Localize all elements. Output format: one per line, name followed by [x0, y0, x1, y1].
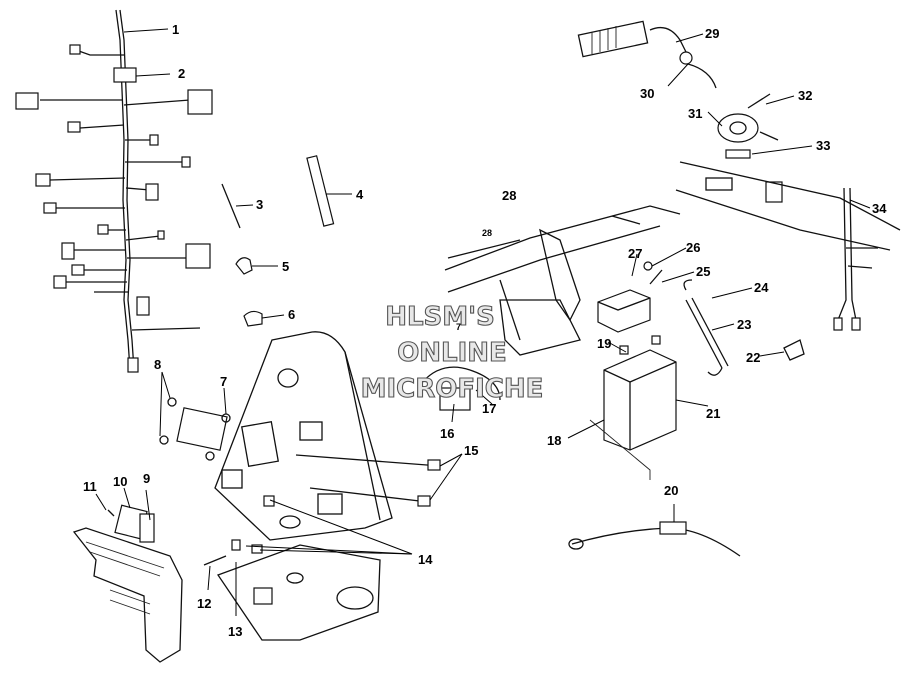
- callout-16: 16: [440, 426, 454, 441]
- callout-22: 22: [746, 350, 760, 365]
- callout-19: 19: [597, 336, 611, 351]
- callout-20: 20: [664, 483, 678, 498]
- bolt-part-3: [221, 183, 241, 229]
- callout-18: 18: [547, 433, 561, 448]
- front-cover: [72, 504, 183, 663]
- callout-26: 26: [686, 240, 700, 255]
- callout-32: 32: [798, 88, 812, 103]
- battery-cable: [568, 521, 741, 557]
- callout-numbers: 1 2 3 4 5 6 7 8 9 10 11 12 13 14 15 16 1…: [83, 22, 887, 639]
- callout-8: 8: [154, 357, 161, 372]
- handlebar-switch: [577, 20, 717, 89]
- watermark-line-1: HLSM'S: [385, 302, 495, 332]
- callout-30: 30: [640, 86, 654, 101]
- inset-callout-28: 28: [482, 228, 492, 238]
- callout-2: 2: [178, 66, 185, 81]
- callout-13: 13: [228, 624, 242, 639]
- rod-part-4: [306, 155, 335, 227]
- clip-part-5: [235, 257, 253, 275]
- callout-1: 1: [172, 22, 179, 37]
- callout-4: 4: [356, 187, 364, 202]
- callout-5: 5: [282, 259, 289, 274]
- callout-11: 11: [83, 479, 97, 494]
- small-parts: [221, 155, 335, 327]
- callout-25: 25: [696, 264, 710, 279]
- callout-33: 33: [816, 138, 830, 153]
- callout-21: 21: [706, 406, 720, 421]
- callout-28: 28: [502, 188, 516, 203]
- callout-27: 27: [628, 246, 642, 261]
- callout-23: 23: [737, 317, 751, 332]
- callout-15: 15: [464, 443, 478, 458]
- horn: [675, 93, 901, 251]
- inset-callout-7: 7: [456, 322, 461, 332]
- leader-lines: [95, 28, 871, 616]
- callout-34: 34: [872, 201, 887, 216]
- callout-3: 3: [256, 197, 263, 212]
- watermark-line-2: ONLINE: [397, 338, 507, 368]
- battery-strap: [643, 261, 805, 376]
- callout-9: 9: [143, 471, 150, 486]
- grommet-part-6: [243, 310, 263, 327]
- frame-rails: [419, 205, 681, 411]
- sub-harness: [833, 187, 878, 331]
- callout-29: 29: [705, 26, 719, 41]
- callout-31: 31: [688, 106, 702, 121]
- callout-10: 10: [113, 474, 127, 489]
- mounting-panel: [159, 331, 441, 641]
- callout-7: 7: [220, 374, 227, 389]
- watermark: HLSM'S ONLINE MICROFICHE: [360, 301, 544, 404]
- callout-14: 14: [418, 552, 433, 567]
- wiring-harness: [15, 9, 213, 373]
- callout-12: 12: [197, 596, 211, 611]
- battery: [589, 289, 677, 480]
- watermark-line-3: MICROFICHE: [361, 374, 544, 404]
- callout-6: 6: [288, 307, 295, 322]
- callout-17: 17: [482, 401, 496, 416]
- callout-24: 24: [754, 280, 769, 295]
